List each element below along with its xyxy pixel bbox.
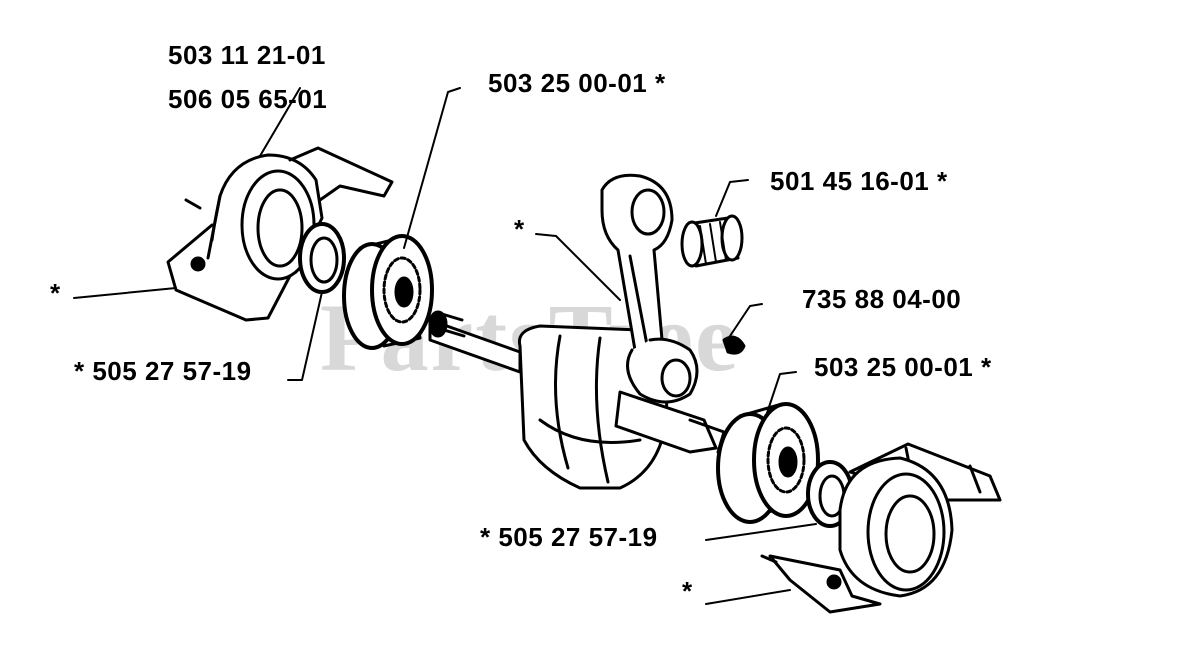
needle-bearing: [680, 214, 744, 268]
label-needle-bearing: 501 45 16-01 *: [770, 166, 948, 196]
label-conrod-star: *: [514, 214, 525, 244]
left-bearing-housing: [166, 146, 394, 322]
leader-key: [725, 303, 763, 343]
leader-right-bearing: [765, 371, 797, 417]
leader-left-seal: [287, 291, 323, 381]
label-left-seal: * 505 27 57-19: [74, 356, 252, 386]
label-woodruff-key: 735 88 04-00: [802, 284, 962, 314]
left-seal: [298, 222, 346, 294]
label-bearing-top: 503 25 00-01 *: [488, 68, 666, 98]
leader-bottom-seal: [705, 523, 817, 541]
label-part-506-05-65-01: 506 05 65-01: [168, 84, 328, 114]
leader-bearing-top: [403, 87, 461, 249]
label-right-housing-star: *: [682, 576, 693, 606]
label-left-housing-star: *: [50, 278, 61, 308]
leader-lines: [73, 87, 817, 605]
leader-left-housing: [73, 287, 177, 299]
leader-needle-bearing: [715, 179, 749, 217]
right-ball-bearing: [716, 402, 820, 524]
label-part-503-11-21-01: 503 11 21-01: [168, 40, 326, 70]
right-bearing-housing: [760, 442, 1002, 614]
connecting-rod: [600, 173, 699, 404]
label-bottom-seal: * 505 27 57-19: [480, 522, 658, 552]
leader-left-housing-top: [259, 87, 301, 157]
left-ball-bearing: [342, 234, 434, 350]
woodruff-key: [722, 335, 746, 355]
label-bearing-right: 503 25 00-01 *: [814, 352, 992, 382]
leader-conrod: [535, 233, 621, 301]
leader-right-housing: [705, 589, 791, 605]
